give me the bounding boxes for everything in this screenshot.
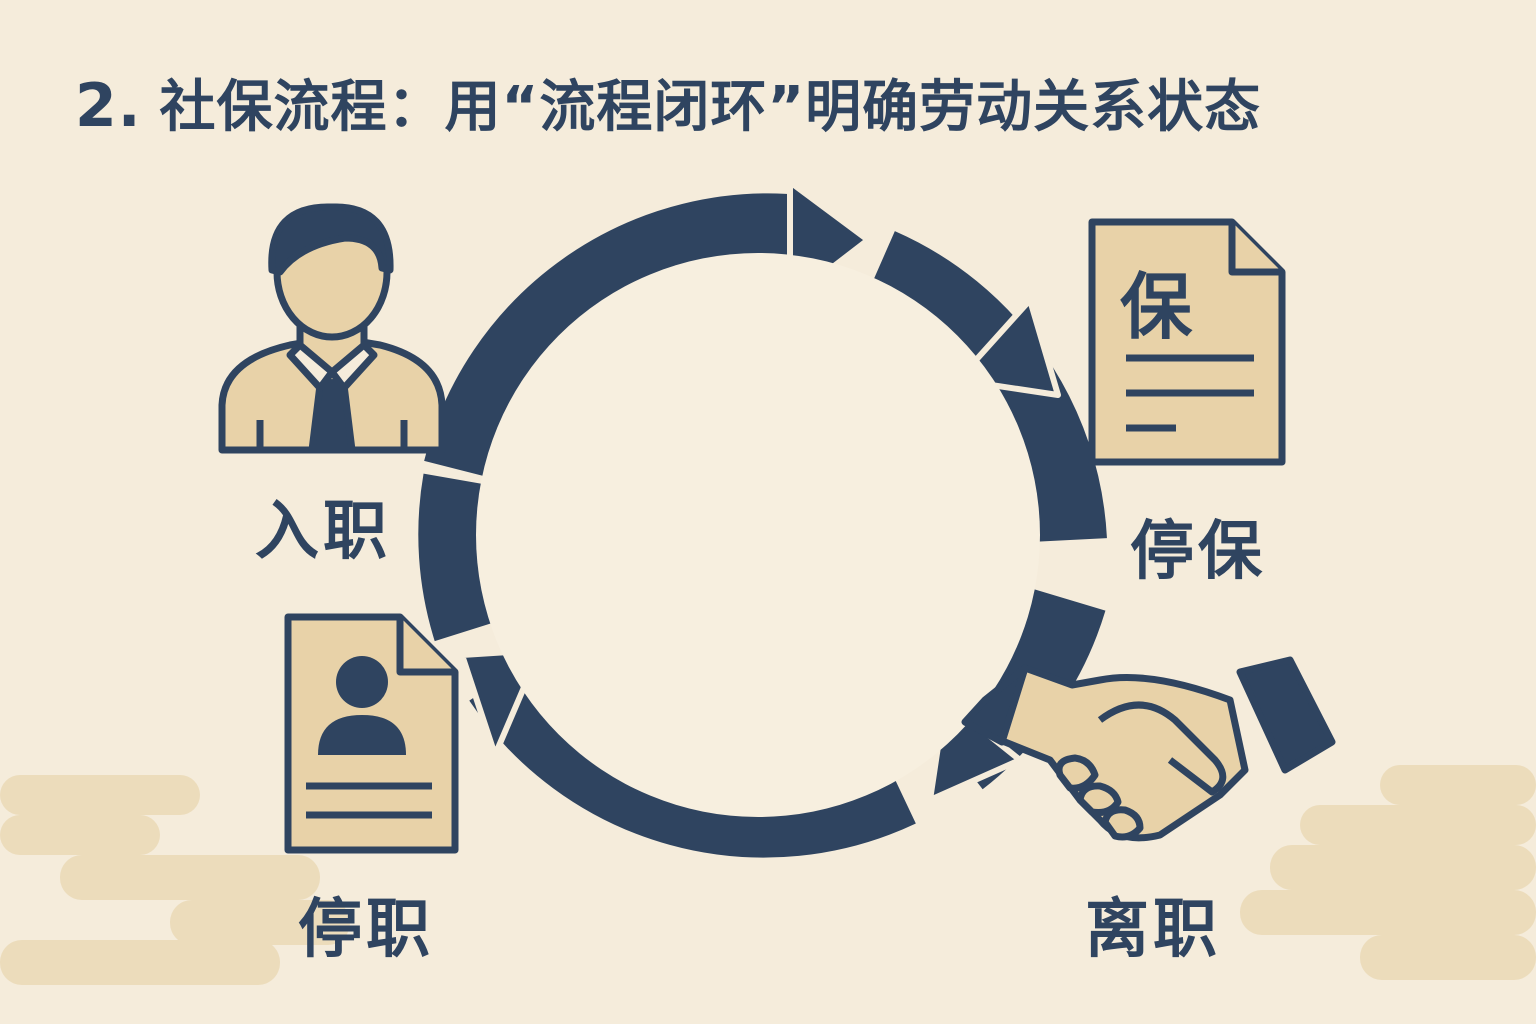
arc-bottom	[469, 659, 916, 858]
background-clouds	[0, 765, 1536, 985]
profile-document-icon	[284, 613, 459, 854]
page-title: 2. 社保流程：用“流程闭环”明确劳动关系状态	[75, 62, 1495, 143]
insurance-document-icon	[1088, 218, 1286, 466]
insurance-document-glyph: 保	[1120, 265, 1193, 349]
handshake-icon	[961, 656, 1336, 842]
stage-label-suspend: 停职	[298, 893, 434, 967]
title-number: 2.	[75, 71, 142, 141]
arc-left	[418, 473, 506, 642]
title-text: 社保流程：用“流程闭环”明确劳动关系状态	[159, 75, 1262, 140]
stage-label-stop-insurance: 停保	[1130, 515, 1266, 589]
inner-circle	[476, 253, 1040, 817]
stage-label-onboard: 入职	[255, 495, 391, 569]
arc-top	[424, 193, 804, 480]
employee-icon	[218, 203, 446, 454]
stage-label-resign: 离职	[1085, 893, 1221, 967]
